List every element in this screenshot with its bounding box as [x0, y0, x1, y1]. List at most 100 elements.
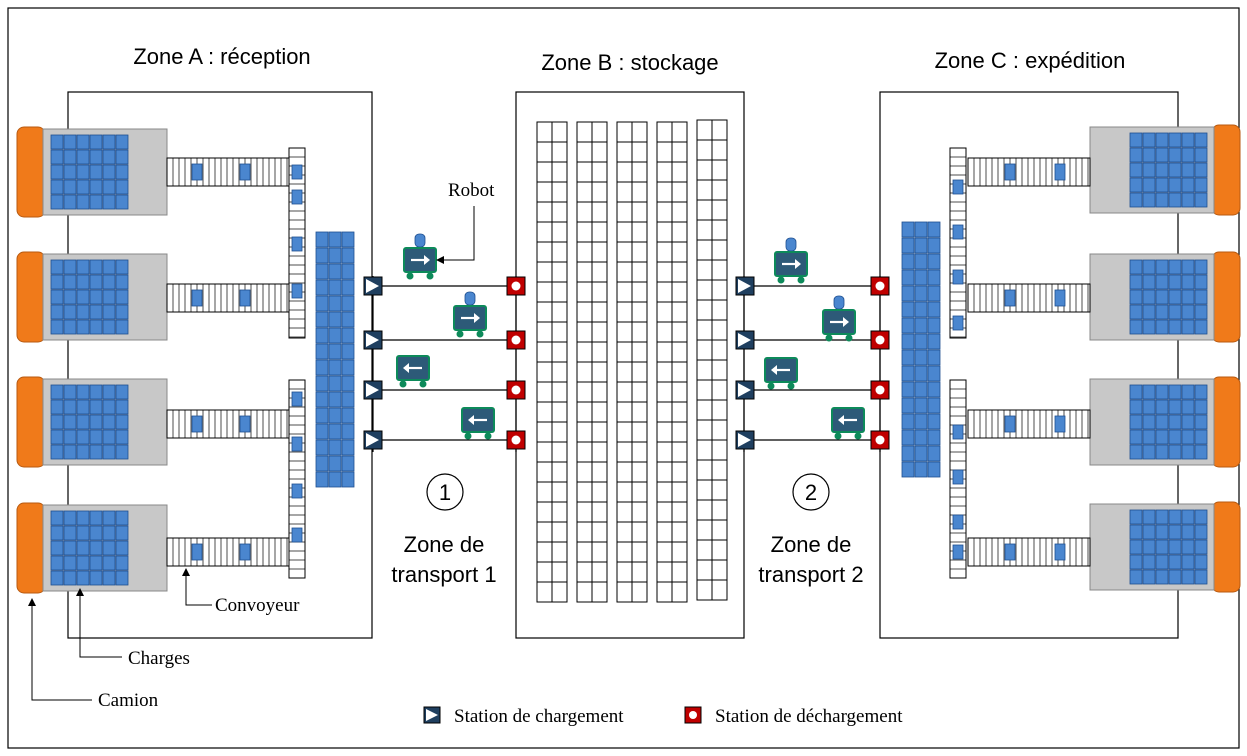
camion-label: Camion: [98, 690, 159, 711]
truck-load: [1155, 162, 1169, 178]
unloading-station: [870, 330, 890, 350]
truck-load: [102, 164, 116, 180]
buffer-load: [927, 365, 941, 382]
conveyor-load: [1004, 289, 1016, 307]
transport-lines: [363, 276, 890, 452]
truck-load: [76, 510, 90, 526]
zone-a-title: Zone A : réception: [133, 44, 310, 69]
charges-label: Charges: [128, 648, 190, 669]
storage-rack: [696, 119, 728, 601]
conveyor-vertical: [949, 379, 967, 579]
conveyor-load: [239, 415, 251, 433]
storage-cell: [656, 501, 673, 523]
conveyor-load: [239, 163, 251, 181]
robot-arrow-head: [424, 255, 430, 265]
storage-cell: [696, 559, 713, 581]
storage-cell: [591, 261, 608, 283]
truck-load: [1155, 274, 1169, 290]
storage-cell: [551, 401, 568, 423]
storage-cell: [671, 521, 688, 543]
storage-cell: [656, 481, 673, 503]
storage-cell: [551, 441, 568, 463]
truck-load: [1129, 399, 1143, 415]
storage-cell: [551, 541, 568, 563]
storage-cell: [671, 481, 688, 503]
storage-cell: [696, 319, 713, 341]
storage-cell: [591, 381, 608, 403]
loading-station-triangle: [738, 383, 751, 397]
buffer-load: [315, 439, 329, 456]
buffer-load: [914, 413, 928, 430]
storage-cell: [671, 341, 688, 363]
truck-load: [50, 399, 64, 415]
truck-load: [1142, 399, 1156, 415]
truck-load: [1181, 539, 1195, 555]
truck-load: [89, 319, 103, 335]
truck-cab: [1211, 251, 1241, 343]
conveyor-vertical: [949, 147, 967, 339]
buffer-load: [927, 317, 941, 334]
buffer-load: [927, 285, 941, 302]
truck-load: [63, 179, 77, 195]
truck-load: [89, 274, 103, 290]
truck-load: [102, 399, 116, 415]
truck-load: [1181, 429, 1195, 445]
storage-cell: [576, 441, 593, 463]
buffer-load: [901, 461, 915, 478]
conveyor-load: [1054, 289, 1066, 307]
robot-arrow-head: [771, 365, 777, 375]
truck: [16, 502, 168, 594]
transport-zone-1-line2: transport 1: [391, 562, 496, 587]
storage-cell: [711, 519, 728, 541]
truck-load: [1194, 162, 1208, 178]
storage-cell: [671, 421, 688, 443]
buffer-load: [328, 311, 342, 328]
robot-wheel: [777, 276, 785, 284]
buffer-load: [328, 279, 342, 296]
truck-load: [1155, 177, 1169, 193]
zone-b-title: Zone B : stockage: [541, 50, 718, 75]
truck-load: [102, 384, 116, 400]
truck-load: [102, 525, 116, 541]
buffer-load: [315, 263, 329, 280]
truck-load: [115, 289, 129, 305]
storage-cell: [671, 181, 688, 203]
robot-wheel: [406, 272, 414, 280]
storage-cell: [631, 321, 648, 343]
storage-cell: [711, 579, 728, 601]
buffer-load: [315, 231, 329, 248]
truck-load: [1194, 147, 1208, 163]
truck-load: [63, 289, 77, 305]
truck-load: [63, 429, 77, 445]
storage-cell: [671, 121, 688, 143]
truck-load: [50, 570, 64, 586]
truck-load: [76, 179, 90, 195]
buffer-load: [901, 397, 915, 414]
robot-arrow-head: [838, 415, 844, 425]
robot: [822, 295, 856, 342]
truck-load: [89, 429, 103, 445]
truck-load: [76, 274, 90, 290]
truck-load: [1194, 399, 1208, 415]
unloading-station-dot: [875, 335, 885, 345]
storage-cell: [616, 521, 633, 543]
buffer-load: [328, 375, 342, 392]
truck-load: [1181, 162, 1195, 178]
storage-cell: [576, 401, 593, 423]
truck-load: [115, 399, 129, 415]
truck-load: [63, 259, 77, 275]
storage-cell: [576, 161, 593, 183]
conveyor-load: [952, 179, 964, 195]
storage-cell: [671, 381, 688, 403]
buffer-load: [914, 333, 928, 350]
truck-load: [50, 444, 64, 460]
storage-cell: [696, 419, 713, 441]
conveyor-load: [191, 543, 203, 561]
truck-load: [1129, 509, 1143, 525]
buffer-load: [901, 445, 915, 462]
transport-zone-2-line2: transport 2: [758, 562, 863, 587]
truck-cab: [1211, 124, 1241, 216]
storage-cell: [576, 201, 593, 223]
truck-load: [1168, 384, 1182, 400]
storage-cell: [551, 281, 568, 303]
